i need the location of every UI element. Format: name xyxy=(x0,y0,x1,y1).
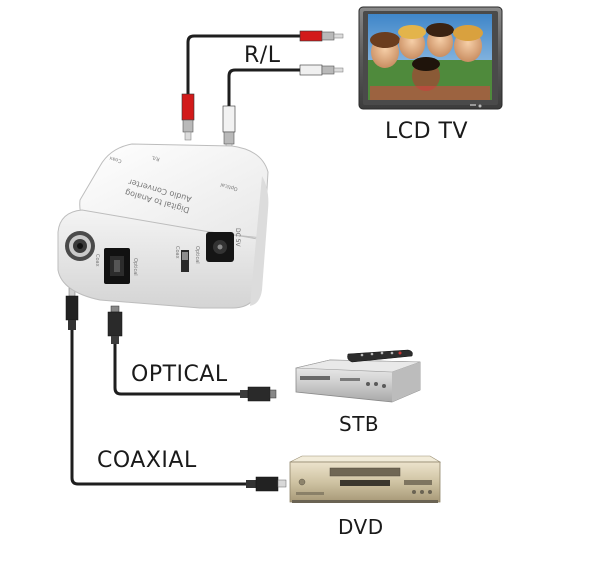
audio-converter-box: Digital to Analog Audio Converter R/L Co… xyxy=(57,143,269,309)
label-stb: STB xyxy=(339,412,380,436)
label-coaxial: COAXIAL xyxy=(97,448,197,473)
rca-plug-white-tv xyxy=(299,64,344,76)
label-rl: R/L xyxy=(244,43,281,68)
converter-switch-coax: Coax xyxy=(174,246,180,259)
remote-control xyxy=(347,349,413,363)
tv-screen-picture xyxy=(368,23,492,100)
converter-port-dc: DC 5V xyxy=(234,228,241,248)
optical-input-jack xyxy=(104,248,130,284)
dc-power-jack xyxy=(206,232,234,262)
stb-illustration xyxy=(295,349,421,403)
converter-port-rl: R/L xyxy=(151,154,160,162)
rca-white-cable xyxy=(227,68,308,114)
converter-jack-coax: Coax xyxy=(94,254,100,267)
rca-red-cable xyxy=(186,34,308,102)
converter-port-optical-out: Optical xyxy=(220,181,239,192)
coax-input-jack xyxy=(65,231,95,261)
rca-plug-red-converter xyxy=(181,93,195,141)
coax-plug-converter xyxy=(65,287,79,330)
label-optical: OPTICAL xyxy=(131,362,228,387)
lcd-tv-illustration xyxy=(358,6,503,110)
cables xyxy=(70,34,308,486)
converter-port-coax-out: Coax xyxy=(109,155,123,164)
optical-plug-stb xyxy=(240,386,277,402)
dvd-player-illustration xyxy=(289,455,442,503)
rca-plug-white-converter xyxy=(222,105,236,153)
converter-jack-optical: Optical xyxy=(132,258,138,276)
coax-plug-dvd xyxy=(246,476,287,492)
input-select-switch xyxy=(181,250,189,272)
label-lcd-tv: LCD TV xyxy=(385,119,469,144)
optical-plug-converter xyxy=(107,305,123,344)
optical-cable xyxy=(113,340,247,396)
converter-switch-optical: Optical xyxy=(194,246,200,264)
rca-plug-red-tv xyxy=(299,30,344,42)
coaxial-cable xyxy=(70,326,252,486)
label-dvd: DVD xyxy=(338,515,384,539)
